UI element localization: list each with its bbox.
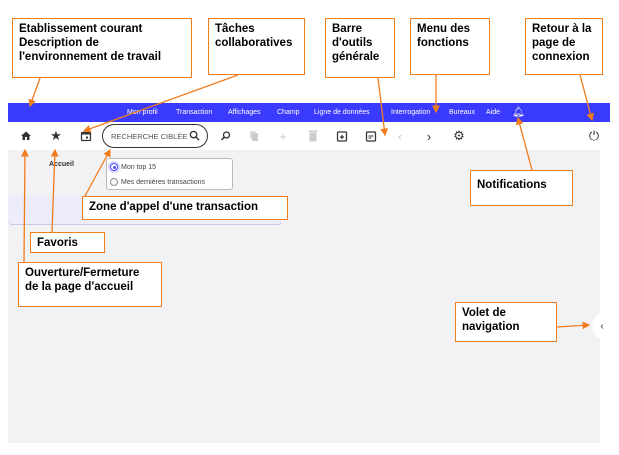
top-menu-bar: Mon profil Transaction Affichages Champ …	[8, 103, 610, 122]
bell-icon[interactable]: 🔔︎	[512, 107, 525, 118]
callout-menu: Menu des fonctions	[410, 18, 490, 75]
chevron-left-icon[interactable]: ‹	[397, 128, 403, 144]
callout-notifications: Notifications	[470, 170, 573, 206]
calendar-add-icon[interactable]	[334, 128, 350, 144]
power-icon[interactable]: ⏻	[588, 128, 600, 143]
calendar-task-icon[interactable]	[78, 128, 94, 144]
callout-volet: Volet de navigation	[455, 302, 557, 342]
star-icon[interactable]: ★	[50, 128, 62, 143]
navigation-panel-toggle[interactable]: ‹	[592, 311, 612, 341]
callout-etablissement: Etablissement courant Description de l'e…	[12, 18, 192, 78]
menu-affichages[interactable]: Affichages	[228, 109, 261, 116]
calendar-list-icon[interactable]	[363, 128, 379, 144]
callout-favoris: Favoris	[30, 232, 105, 253]
radio-mon-top-15[interactable]: Mon top 15	[110, 163, 156, 171]
menu-mon-profil[interactable]: Mon profil	[127, 109, 158, 116]
search-icon[interactable]	[189, 130, 200, 143]
home-icon[interactable]	[18, 128, 34, 144]
menu-transaction[interactable]: Transaction	[176, 109, 213, 116]
add-icon[interactable]: +	[279, 128, 287, 144]
radio-dernieres-transactions[interactable]: Mes dernières transactions	[110, 178, 205, 186]
search-input[interactable]: RECHERCHE CIBLÉE	[102, 124, 208, 148]
toolbar: ★ + ‹ › ⚙ ⏻	[8, 122, 610, 150]
delete-icon[interactable]	[305, 128, 321, 144]
menu-aide[interactable]: Aide	[486, 109, 501, 116]
chevron-right-icon[interactable]: ›	[426, 128, 432, 144]
transaction-list-options: Mon top 15 Mes dernières transactions	[106, 158, 233, 190]
copy-icon[interactable]	[246, 128, 262, 144]
callout-ouverture: Ouverture/Fermeture de la page d'accueil	[18, 262, 162, 307]
gear-icon[interactable]: ⚙	[453, 128, 465, 143]
menu-champ[interactable]: Champ	[277, 109, 300, 116]
menu-bureaux[interactable]: Bureaux	[449, 109, 476, 116]
callout-retour: Retour à la page de connexion	[525, 18, 603, 75]
home-title: Accueil	[49, 161, 74, 168]
search-zoom-icon[interactable]	[218, 128, 234, 144]
callout-zone: Zone d'appel d'une transaction	[82, 196, 288, 220]
search-placeholder: RECHERCHE CIBLÉE	[111, 131, 188, 141]
menu-ligne-de-donnees[interactable]: Ligne de données	[314, 109, 370, 116]
menu-interrogation[interactable]: Interrogation	[391, 109, 431, 116]
callout-taches: Tâches collaboratives	[208, 18, 305, 75]
callout-barre: Barre d'outils générale	[325, 18, 395, 78]
